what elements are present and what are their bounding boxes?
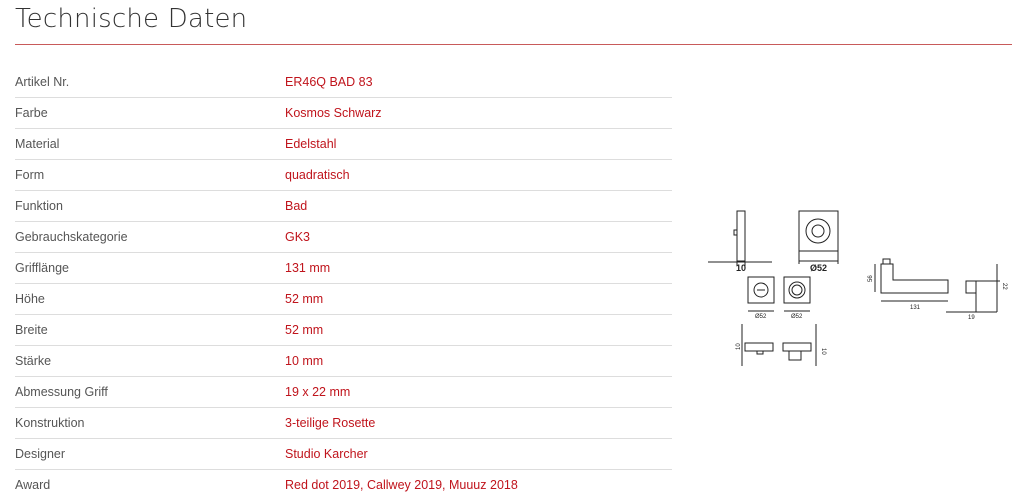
dim-label: 22 xyxy=(1001,283,1007,290)
dim-label: 10 xyxy=(820,348,826,355)
spec-row: Breite 52 mm xyxy=(15,315,672,346)
rosette-side-view: 10 xyxy=(708,210,772,273)
spec-value: Bad xyxy=(285,199,308,213)
spec-table: Artikel Nr. ER46Q BAD 83 Farbe Kosmos Schwa… xyxy=(15,67,672,500)
spec-row: Grifflänge 131 mm xyxy=(15,253,672,284)
dim-label: Ø52 xyxy=(791,314,803,320)
spec-row: Designer Studio Karcher xyxy=(15,439,672,470)
spec-row: Höhe 52 mm xyxy=(15,284,672,315)
spec-value: Kosmos Schwarz xyxy=(285,106,382,120)
spec-value: GK3 xyxy=(285,230,311,244)
spec-row: Form quadratisch xyxy=(15,160,672,191)
spec-row: Konstruktion 3-teilige Rosette xyxy=(15,408,672,439)
spec-label: Gebrauchskategorie xyxy=(15,230,128,244)
dim-label: 131 xyxy=(910,305,921,311)
spec-label: Grifflänge xyxy=(15,261,69,275)
spec-value: Studio Karcher xyxy=(285,447,368,461)
spec-value: Red dot 2019, Callwey 2019, Muuuz 2018 xyxy=(285,478,518,492)
spec-row: Material Edelstahl xyxy=(15,129,672,160)
spec-label: Designer xyxy=(15,447,66,461)
spec-label: Abmessung Griff xyxy=(15,385,108,399)
spec-label: Form xyxy=(15,168,45,182)
dim-label: Ø52 xyxy=(810,263,827,273)
spec-value: 52 mm xyxy=(285,323,324,337)
spec-label: Farbe xyxy=(15,106,48,120)
spec-label: Konstruktion xyxy=(15,416,85,430)
spec-label: Funktion xyxy=(15,199,63,213)
grip-section-view: 22 19 xyxy=(946,264,1007,321)
dim-label: 56 xyxy=(868,275,874,282)
page-title: Technische Daten xyxy=(15,4,248,34)
handle-side-view: 56 131 xyxy=(868,258,949,311)
dim-label: 10 xyxy=(736,263,746,273)
spec-value: 52 mm xyxy=(285,292,324,306)
title-divider xyxy=(15,44,1012,45)
spec-row: Funktion Bad xyxy=(15,191,672,222)
spec-value: 10 mm xyxy=(285,354,324,368)
dim-label: 19 xyxy=(968,315,975,321)
spec-row: Farbe Kosmos Schwarz xyxy=(15,98,672,129)
spec-row: Award Red dot 2019, Callwey 2019, Muuuz 2… xyxy=(15,470,672,500)
spec-value: 131 mm xyxy=(285,261,331,275)
dim-label: 10 xyxy=(736,343,742,350)
technical-drawing: 10 Ø52 Ø52 Ø52 10 10 56 131 22 19 xyxy=(708,210,1007,366)
spec-value: 19 x 22 mm xyxy=(285,385,351,399)
spec-value: 3-teilige Rosette xyxy=(285,416,376,430)
spec-label: Award xyxy=(15,478,51,492)
spec-row: Gebrauchskategorie GK3 xyxy=(15,222,672,253)
spec-label: Höhe xyxy=(15,292,45,306)
spec-row: Artikel Nr. ER46Q BAD 83 xyxy=(15,67,672,98)
rosette-front-view: Ø52 xyxy=(798,210,839,273)
spec-value: ER46Q BAD 83 xyxy=(285,75,373,89)
spec-label: Breite xyxy=(15,323,48,337)
bad-rosettes: Ø52 Ø52 10 10 xyxy=(736,276,826,366)
spec-row: Stärke 10 mm xyxy=(15,346,672,377)
spec-label: Artikel Nr. xyxy=(15,75,70,89)
dim-label: Ø52 xyxy=(755,314,767,320)
spec-label: Stärke xyxy=(15,354,52,368)
spec-label: Material xyxy=(15,137,60,151)
spec-row: Abmessung Griff 19 x 22 mm xyxy=(15,377,672,408)
spec-value: quadratisch xyxy=(285,168,350,182)
spec-value: Edelstahl xyxy=(285,137,337,151)
